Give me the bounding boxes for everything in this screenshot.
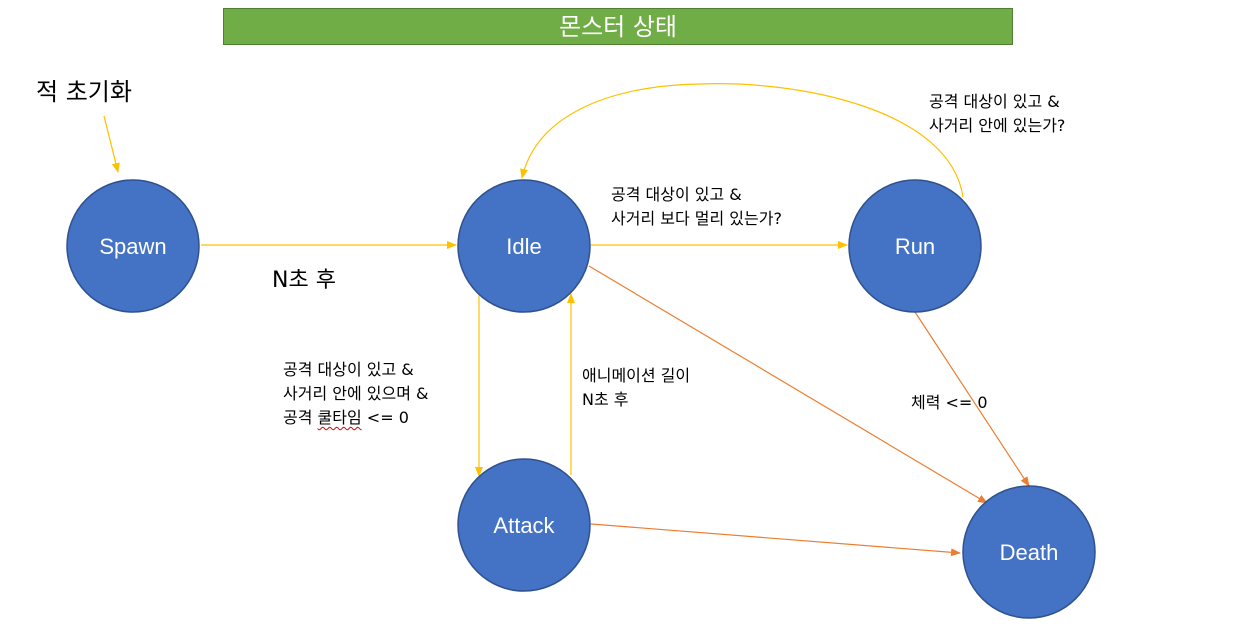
- run-to-idle-label-line2: 사거리 안에 있는가?: [929, 116, 1066, 135]
- run-to-idle-label-line1: 공격 대상이 있고 &: [929, 92, 1060, 111]
- idle-to-attack-label-line3: 공격 쿨타임 <= 0: [283, 406, 429, 430]
- node-death: Death: [962, 485, 1096, 619]
- run-to-death-label: 체력 <= 0: [911, 393, 988, 412]
- node-run-label: Run: [895, 234, 935, 259]
- idle-to-attack-label-line1: 공격 대상이 있고 &: [283, 360, 414, 379]
- spawn-to-idle-label: N초 후: [272, 268, 336, 293]
- edge-idle-to-death: [588, 265, 988, 504]
- attack-to-idle-label-line2: N초 후: [582, 390, 629, 409]
- node-spawn-label: Spawn: [99, 234, 166, 259]
- idle-to-run-label: 공격 대상이 있고 & 사거리 보다 멀리 있는가?: [611, 183, 782, 231]
- node-run: Run: [848, 179, 982, 313]
- diagram-title: 몬스터 상태: [223, 8, 1013, 45]
- idle-to-attack-line3-prefix: 공격: [283, 408, 318, 427]
- idle-to-attack-label: 공격 대상이 있고 & 사거리 안에 있으며 & 공격 쿨타임 <= 0: [283, 358, 429, 430]
- node-death-label: Death: [1000, 540, 1059, 565]
- edge-start-to-spawn: [103, 115, 120, 173]
- node-spawn: Spawn: [66, 179, 200, 313]
- cooldown-word: 쿨타임: [317, 408, 362, 427]
- run-to-idle-label: 공격 대상이 있고 & 사거리 안에 있는가?: [929, 90, 1065, 138]
- node-idle-label: Idle: [506, 234, 541, 259]
- idle-to-run-label-line2: 사거리 보다 멀리 있는가?: [611, 209, 782, 228]
- idle-to-attack-label-line2: 사거리 안에 있으며 &: [283, 384, 429, 403]
- attack-to-idle-label: 애니메이션 길이 N초 후: [582, 364, 690, 412]
- idle-to-attack-line3-suffix: <= 0: [361, 408, 409, 427]
- edge-run-to-death: [914, 311, 1030, 487]
- node-idle: Idle: [457, 179, 591, 313]
- start-label: 적 초기화: [36, 78, 132, 106]
- edge-attack-to-death: [590, 523, 961, 557]
- node-attack: Attack: [457, 458, 591, 592]
- edge-run-to-idle: [520, 83, 964, 198]
- idle-to-run-label-line1: 공격 대상이 있고 &: [611, 185, 742, 204]
- attack-to-idle-label-line1: 애니메이션 길이: [582, 366, 691, 385]
- node-attack-label: Attack: [493, 513, 555, 538]
